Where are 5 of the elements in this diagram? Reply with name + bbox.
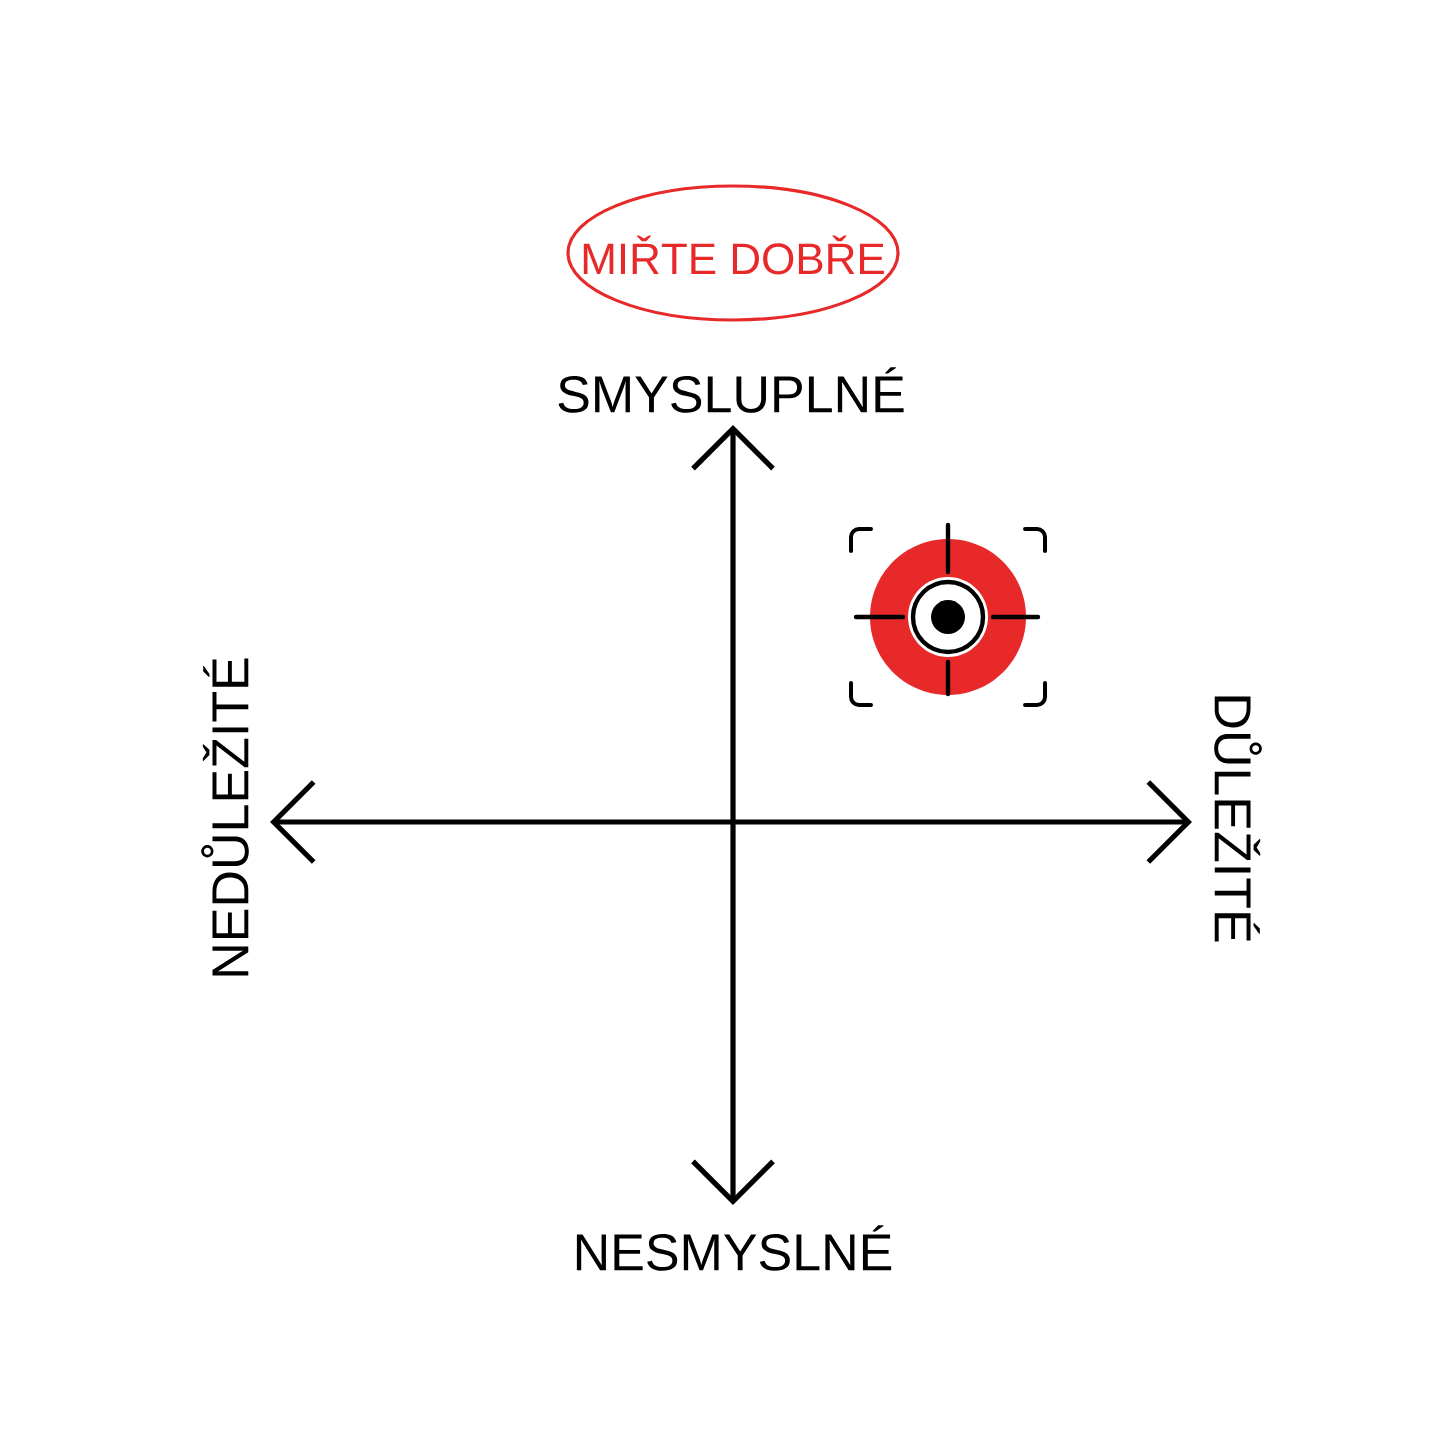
axis-label: SMYSLUPLNÉ [558,367,904,413]
title: MIŘTE DOBŘE [583,235,884,275]
axis-label: NESMYSLNÉ [576,1225,892,1271]
axis-label: DŮLEŽITÉ [1214,696,1262,942]
axis-label: NEDŮLEŽITÉ [201,658,249,976]
